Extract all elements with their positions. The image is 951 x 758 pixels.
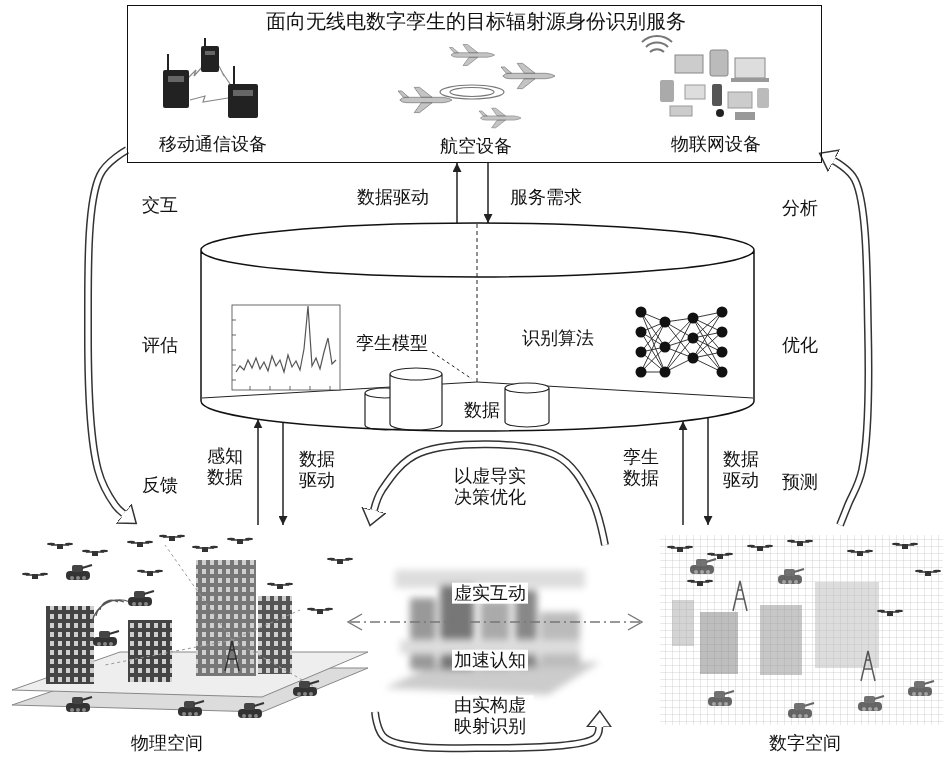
device-group: 物联网设备 (641, 36, 791, 159)
cycle-label: 交互 (140, 195, 180, 216)
cycle-label: 预测 (780, 472, 820, 493)
cycle-arrow-outline (88, 150, 127, 514)
flow-arrow (488, 163, 489, 223)
digital-scene (660, 535, 943, 725)
device-label: 航空设备 (440, 135, 512, 157)
cycle-label: 虚实互动 (452, 583, 528, 604)
edge-label: 感知数据 (203, 446, 247, 487)
cylinder-content (202, 224, 753, 430)
flow-arrow-line (456, 163, 458, 223)
aviation-icon (398, 45, 555, 128)
edge-label: 以虚导实 决策优化 (447, 466, 534, 507)
cycle-arrow-inner (88, 150, 127, 514)
cycle-arrow-outline (834, 161, 869, 525)
cylinder-label: 孪生模型 (356, 332, 428, 354)
cycle-arrow (374, 444, 605, 545)
device-group: 航空设备 (406, 36, 546, 161)
edge-label: 由实构虚 映射识别 (447, 695, 534, 736)
cycle-arrow-outline (374, 444, 605, 545)
edge-label: 数据驱动 (295, 449, 339, 490)
cylinder-label: 数据 (464, 399, 500, 421)
physical-space: 物理空间 (5, 525, 375, 758)
cycle-arrow (834, 161, 869, 525)
device-label: 移动通信设备 (159, 133, 267, 155)
flow-arrow-line (487, 163, 489, 223)
iot-device-icon (642, 36, 769, 120)
cylinder-label: 识别算法 (522, 327, 594, 349)
service-panel: 面向无线电数字孪生的目标辐射源身份识别服务移动通信设备 航空设备 物联网设备 (127, 5, 822, 163)
digital-space: 数字空间 (605, 525, 945, 758)
interaction-double-arrow (348, 614, 642, 630)
edge-label: 服务需求 (508, 187, 584, 208)
cycle-arrow-inner (834, 161, 869, 525)
flow-arrow-line (682, 421, 684, 525)
panel-heading: 面向无线电数字孪生的目标辐射源身份识别服务 (266, 9, 686, 33)
edge-label: 数据驱动 (355, 187, 431, 208)
flow-arrow-line (707, 418, 709, 525)
edge-label: 孪生数据 (619, 447, 663, 488)
mobile-device-icon (163, 38, 258, 118)
cycle-label: 评估 (140, 335, 180, 356)
cycle-label: 优化 (780, 335, 820, 356)
space-label: 数字空间 (769, 732, 841, 754)
flow-arrow-line (282, 422, 284, 525)
cycle-label: 分析 (780, 198, 820, 219)
physical-scene (12, 535, 368, 718)
device-label: 物联网设备 (671, 133, 761, 155)
twin-cylinder: 孪生模型 识别算法数据 (200, 222, 755, 432)
cycle-arrow-inner (374, 444, 605, 545)
cycle-label: 反馈 (140, 475, 180, 496)
flow-arrow (457, 163, 458, 223)
space-label: 物理空间 (131, 732, 203, 754)
cylinder-outline (201, 223, 754, 431)
device-group: 移动通信设备 (151, 36, 276, 159)
flow-arrow (708, 418, 709, 525)
flow-arrow-line (257, 419, 259, 525)
cycle-label: 加速认知 (452, 650, 528, 671)
flow-arrow (258, 419, 259, 525)
blurred-scene (385, 570, 600, 695)
flow-arrow (283, 422, 284, 525)
flow-arrow (683, 421, 684, 525)
edge-label: 数据驱动 (719, 449, 763, 490)
cycle-arrow (88, 150, 127, 514)
